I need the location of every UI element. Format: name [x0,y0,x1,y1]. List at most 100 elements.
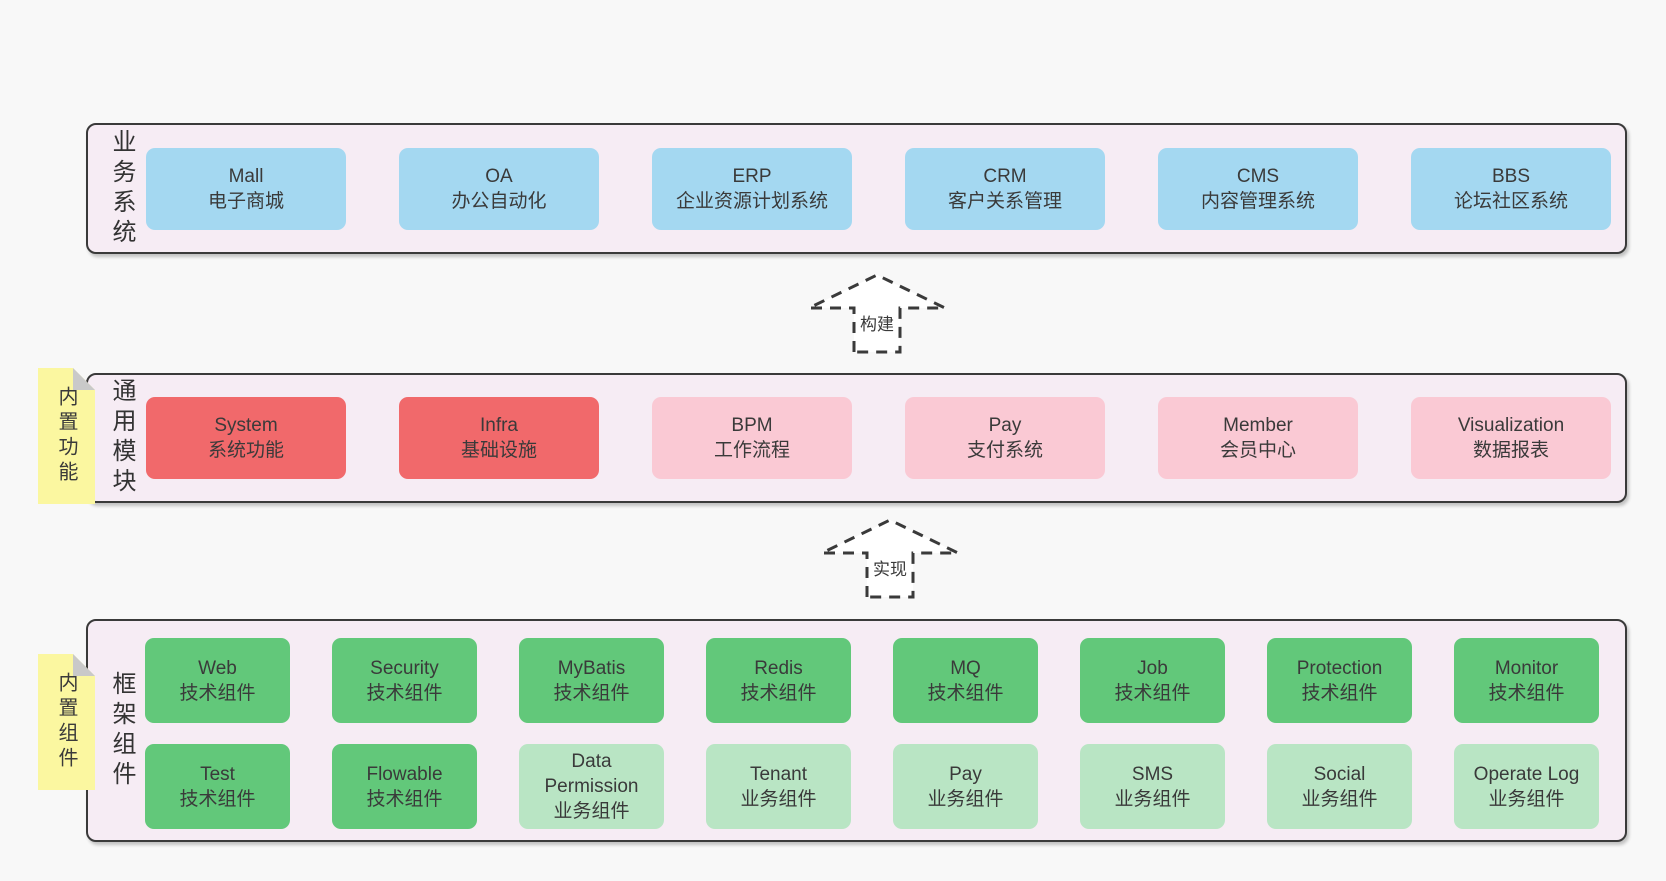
box-web-cn: 技术组件 [179,682,256,704]
box-monitor: Monitor 技术组件 [1454,638,1599,723]
box-bpm: BPM 工作流程 [652,397,852,479]
box-bbs-en: BBS [1491,165,1531,187]
box-mall: Mall 电子商城 [146,147,346,230]
box-cms: CMS 内容管理系统 [1158,147,1358,230]
box-pay-component: Pay 业务组件 [893,744,1038,829]
box-web-en: Web [198,657,237,679]
up-arrow-build: 构建 [807,272,947,354]
box-data-permission-en: Data Permission [544,751,639,797]
box-tenant: Tenant 业务组件 [706,744,851,829]
box-mybatis-en: MyBatis [557,657,626,679]
box-pay-component-en: Pay [949,763,982,785]
components-row-2: Test 技术组件 Flowable 技术组件 Data Permission … [145,744,1599,829]
box-redis: Redis 技术组件 [706,638,851,723]
box-system-cn: 系统功能 [207,440,284,461]
box-flowable: Flowable 技术组件 [332,744,477,829]
box-bpm-cn: 工作流程 [713,440,790,461]
box-visualization-cn: 数据报表 [1472,440,1549,461]
box-bpm-en: BPM [731,415,773,436]
layer-label-modules: 通用模块 [108,378,135,498]
layer-common-modules: 通用模块 System 系统功能 Infra 基础设施 BPM 工作流程 Pay… [86,373,1627,503]
box-erp-en: ERP [732,165,772,187]
box-crm-cn: 客户关系管理 [947,190,1062,212]
box-job-cn: 技术组件 [1114,682,1191,704]
layer-business-systems: 业务系统 Mall 电子商城 OA 办公自动化 ERP 企业资源计划系统 CRM… [86,123,1627,254]
sticky-builtin-components-text: 内置组件 [55,672,77,772]
box-flowable-cn: 技术组件 [366,788,443,810]
box-pay-module: Pay 支付系统 [905,397,1105,479]
box-infra: Infra 基础设施 [399,397,599,479]
box-oa-cn: 办公自动化 [451,190,547,212]
box-protection-cn: 技术组件 [1301,682,1378,704]
box-pay-component-cn: 业务组件 [927,788,1004,810]
box-mq-cn: 技术组件 [927,682,1004,704]
box-test: Test 技术组件 [145,744,290,829]
box-sms: SMS 业务组件 [1080,744,1225,829]
box-crm: CRM 客户关系管理 [905,147,1105,230]
box-mall-cn: 电子商城 [207,190,284,212]
box-operate-log-cn: 业务组件 [1488,788,1565,810]
box-protection: Protection 技术组件 [1267,638,1412,723]
box-infra-en: Infra [479,415,519,436]
box-visualization: Visualization 数据报表 [1411,397,1611,479]
layer-label-business: 业务系统 [108,128,135,249]
box-mall-en: Mall [228,165,264,187]
box-cms-cn: 内容管理系统 [1200,190,1315,212]
layer-framework-components: 框架组件 Web 技术组件 Security 技术组件 MyBatis 技术组件… [86,619,1627,842]
box-monitor-en: Monitor [1494,657,1559,679]
box-tenant-cn: 业务组件 [740,788,817,810]
box-test-en: Test [200,763,235,785]
box-visualization-en: Visualization [1457,415,1565,436]
box-member-cn: 会员中心 [1219,440,1296,461]
box-mybatis-cn: 技术组件 [553,682,630,704]
box-cms-en: CMS [1236,165,1280,187]
box-data-permission: Data Permission 业务组件 [519,744,664,829]
box-tenant-en: Tenant [749,763,808,785]
box-system-en: System [214,415,278,436]
box-redis-cn: 技术组件 [740,682,817,704]
box-bbs-cn: 论坛社区系统 [1453,190,1568,212]
box-erp: ERP 企业资源计划系统 [652,147,852,230]
sticky-note-builtin-features: 内置功能 [38,368,95,504]
box-member-en: Member [1223,415,1293,436]
box-job: Job 技术组件 [1080,638,1225,723]
box-social: Social 业务组件 [1267,744,1412,829]
box-flowable-en: Flowable [366,763,443,785]
box-redis-en: Redis [754,657,803,679]
sticky-note-builtin-components: 内置组件 [38,654,95,790]
box-erp-cn: 企业资源计划系统 [675,190,828,212]
box-pay-module-en: Pay [988,415,1022,436]
box-pay-module-cn: 支付系统 [966,440,1043,461]
business-box-row: Mall 电子商城 OA 办公自动化 ERP 企业资源计划系统 CRM 客户关系… [146,125,1611,252]
modules-box-row: System 系统功能 Infra 基础设施 BPM 工作流程 Pay 支付系统… [146,375,1611,501]
box-security-cn: 技术组件 [366,682,443,704]
box-member: Member 会员中心 [1158,397,1358,479]
layer-label-components: 框架组件 [108,670,135,791]
box-mq: MQ 技术组件 [893,638,1038,723]
box-sms-cn: 业务组件 [1114,788,1191,810]
components-row-1: Web 技术组件 Security 技术组件 MyBatis 技术组件 Redi… [145,638,1599,723]
box-protection-en: Protection [1296,657,1383,679]
box-mybatis: MyBatis 技术组件 [519,638,664,723]
box-monitor-cn: 技术组件 [1488,682,1565,704]
box-oa: OA 办公自动化 [399,147,599,230]
box-system: System 系统功能 [146,397,346,479]
box-data-permission-cn: 业务组件 [553,801,630,822]
box-operate-log: Operate Log 业务组件 [1454,744,1599,829]
box-social-en: Social [1313,763,1366,785]
box-job-en: Job [1137,657,1168,679]
box-bbs: BBS 论坛社区系统 [1411,147,1611,230]
box-web: Web 技术组件 [145,638,290,723]
box-security-en: Security [370,657,439,679]
up-arrow-implement: 实现 [820,517,960,599]
box-security: Security 技术组件 [332,638,477,723]
sticky-builtin-features-text: 内置功能 [55,386,77,486]
box-oa-en: OA [485,165,513,187]
box-sms-en: SMS [1131,763,1174,785]
box-operate-log-en: Operate Log [1473,763,1580,785]
box-social-cn: 业务组件 [1301,788,1378,810]
box-crm-en: CRM [983,165,1027,187]
arrow-build-label: 构建 [857,310,897,335]
box-test-cn: 技术组件 [179,788,256,810]
